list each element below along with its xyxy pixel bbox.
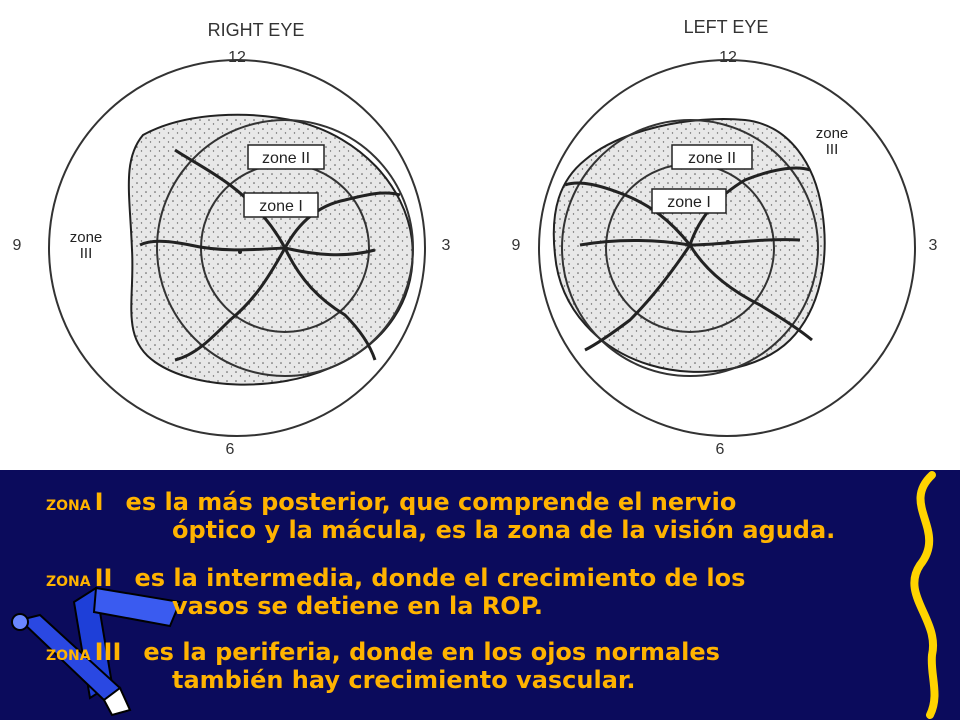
left-zone2-boundary xyxy=(561,119,819,377)
left-clock-3: 3 xyxy=(929,237,938,254)
zone1-desc-line1: es la más posterior, que comprende el ne… xyxy=(125,488,737,516)
left-vessels xyxy=(564,166,813,352)
curly-brace-icon xyxy=(910,471,939,719)
left-macula-dot xyxy=(726,240,730,244)
right-zone-label-boxes xyxy=(243,144,325,218)
right-zone2-label: zone II xyxy=(262,150,310,167)
zone3-label: ZONA xyxy=(46,648,91,664)
left-eye-title: LEFT EYE xyxy=(684,17,769,37)
left-zone1-label: zone I xyxy=(667,194,711,211)
zone3-roman: III xyxy=(94,638,122,666)
left-clock-12: 12 xyxy=(719,49,737,66)
right-clock-9: 9 xyxy=(13,237,22,254)
zone3-desc-line1: es la periferia, donde en los ojos norma… xyxy=(143,638,720,666)
right-zone2-boundary xyxy=(156,119,414,377)
left-zone3-label-line1: zone xyxy=(816,125,849,142)
zone2-label: ZONA xyxy=(46,574,91,590)
zone2-roman: II xyxy=(94,564,113,592)
left-zone-label-boxes xyxy=(651,144,753,214)
right-eye-title: RIGHT EYE xyxy=(208,20,305,40)
left-eye-diagram: LEFT EYE 12 6 9 3 zone II zone I xyxy=(512,17,938,458)
right-zone3-boundary xyxy=(48,59,426,437)
zone2-desc-line2: vasos se detiene en la ROP. xyxy=(172,592,544,620)
right-vessels xyxy=(139,148,401,362)
left-clock-9: 9 xyxy=(512,237,521,254)
left-zone2-label: zone II xyxy=(688,150,736,167)
eye-zones-diagram: RIGHT EYE 12 6 9 3 zone II zone I xyxy=(12,17,938,458)
pencil-marker-clipart-icon xyxy=(11,471,939,719)
zone1-desc-line2: óptico y la mácula, es la zona de la vis… xyxy=(172,516,836,544)
right-macula-dot xyxy=(238,250,242,254)
right-clock-12: 12 xyxy=(228,49,246,66)
left-zone3-label-line2: III xyxy=(826,141,839,158)
right-zone1-label: zone I xyxy=(259,198,303,215)
zone3-desc-line2: también hay crecimiento vascular. xyxy=(172,666,636,694)
right-zone3-label-line1: zone xyxy=(70,229,103,246)
zone2-desc-line1: es la intermedia, donde el crecimiento d… xyxy=(134,564,746,592)
right-clock-3: 3 xyxy=(442,237,451,254)
left-zone3-boundary xyxy=(538,59,916,437)
left-clock-6: 6 xyxy=(716,441,725,458)
zone1-roman: I xyxy=(94,488,104,516)
right-zone3-label-line2: III xyxy=(80,245,93,262)
right-eye-diagram: RIGHT EYE 12 6 9 3 zone II zone I xyxy=(13,20,451,458)
zone1-label: ZONA xyxy=(46,498,91,514)
right-clock-6: 6 xyxy=(226,441,235,458)
